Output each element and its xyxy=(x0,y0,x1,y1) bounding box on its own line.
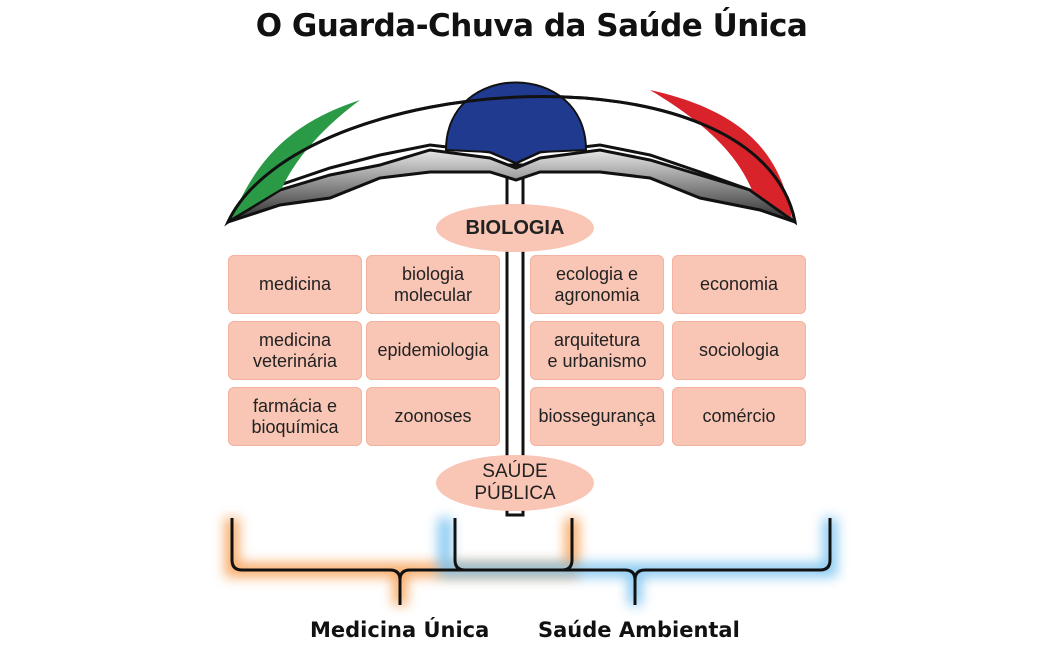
box-biosseguranca: biossegurança xyxy=(530,387,664,446)
bracket-medicina-unica xyxy=(225,518,579,605)
box-sociologia: sociologia xyxy=(672,321,806,380)
medicina-unica-label: Medicina Única xyxy=(310,618,490,642)
saude-publica-label: SAÚDE PÚBLICA xyxy=(436,455,594,511)
box-arquitetura-urbanismo: arquitetura e urbanismo xyxy=(530,321,664,380)
green-panel xyxy=(232,100,360,218)
box-zoonoses: zoonoses xyxy=(366,387,500,446)
blue-dome xyxy=(444,81,588,165)
diagram-title: O Guarda-Chuva da Saúde Única xyxy=(255,8,808,44)
box-farmacia-bioquimica: farmácia e bioquímica xyxy=(228,387,362,446)
umbrella-canopy xyxy=(224,81,798,227)
umbrella-shaft xyxy=(505,163,525,517)
box-medicina: medicina xyxy=(228,255,362,314)
bracket-lines xyxy=(230,518,832,605)
box-epidemiologia: epidemiologia xyxy=(366,321,500,380)
box-medicina-veterinaria: medicina veterinária xyxy=(228,321,362,380)
biologia-label: BIOLOGIA xyxy=(436,204,594,252)
red-panel xyxy=(650,90,792,218)
box-biologia-molecular: biologia molecular xyxy=(366,255,500,314)
box-comercio: comércio xyxy=(672,387,806,446)
bracket-saude-ambiental xyxy=(438,518,837,605)
box-economia: economia xyxy=(672,255,806,314)
saude-ambiental-label: Saúde Ambiental xyxy=(538,618,740,642)
box-ecologia-agronomia: ecologia e agronomia xyxy=(530,255,664,314)
